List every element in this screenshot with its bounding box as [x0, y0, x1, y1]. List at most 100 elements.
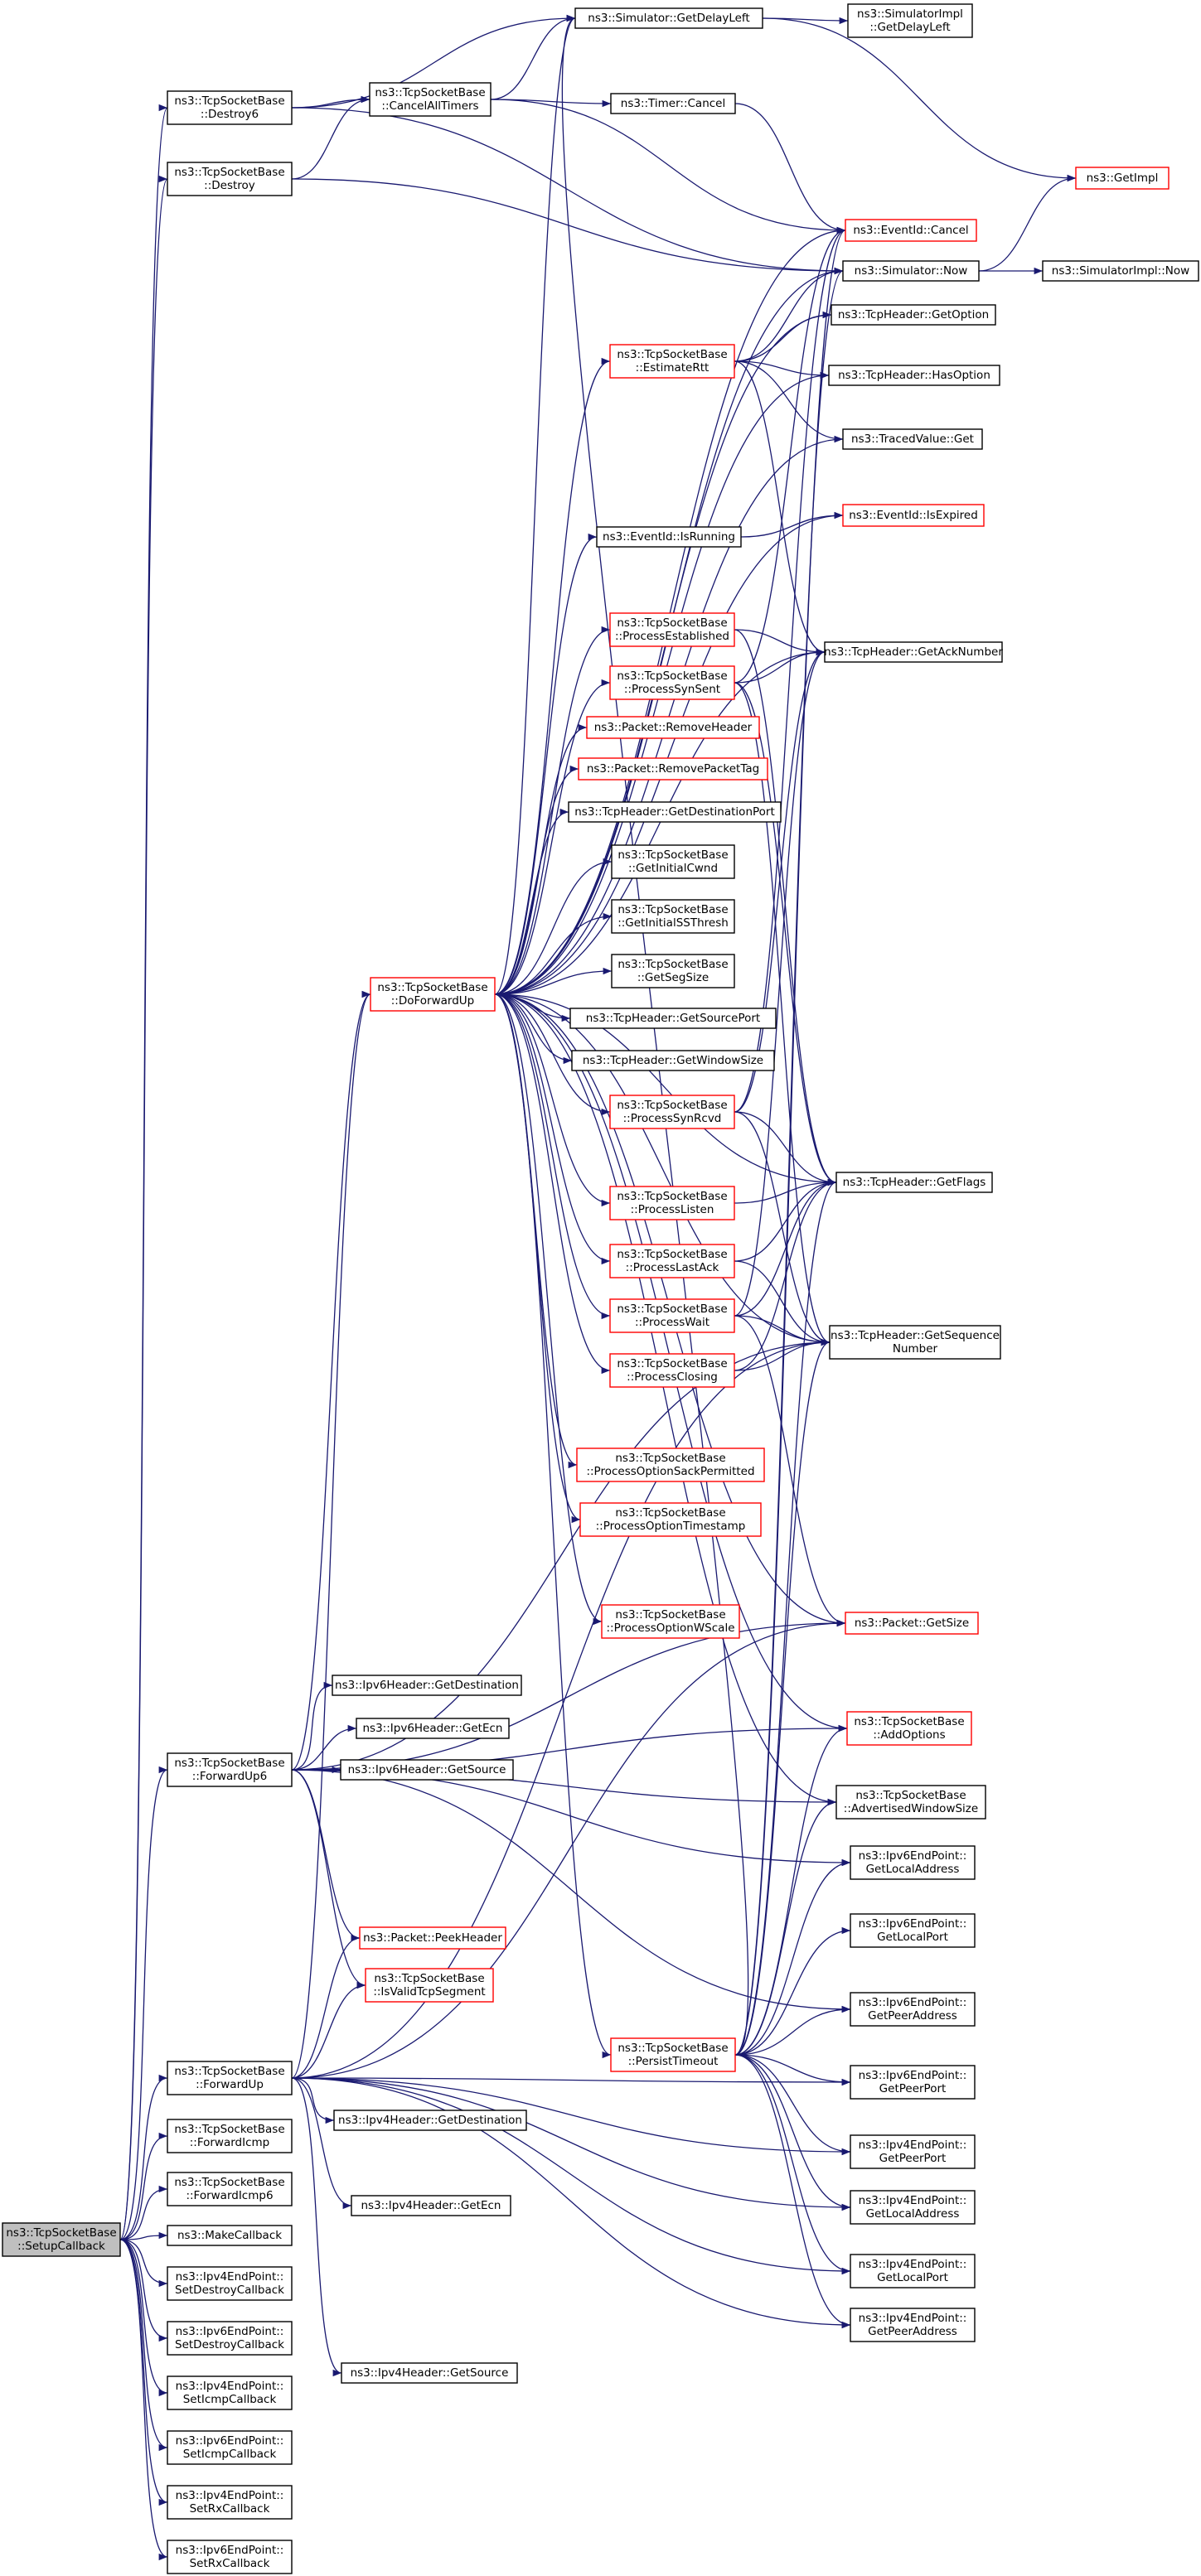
node-getinitcwnd[interactable]: ns3::TcpSocketBase::GetInitialCwnd — [611, 844, 735, 879]
node-simimpl_now[interactable]: ns3::SimulatorImpl::Now — [1042, 260, 1199, 282]
node-label: GetPeerAddress — [868, 2009, 957, 2023]
node-getdestport[interactable]: ns3::TcpHeader::GetDestinationPort — [568, 801, 782, 823]
node-forwardicmp6[interactable]: ns3::TcpSocketBase::ForwardIcmp6 — [167, 2172, 293, 2206]
node-ipv6getsource[interactable]: ns3::Ipv6Header::GetSource — [340, 1759, 514, 1781]
node-ipv4ep_setrx[interactable]: ns3::Ipv4EndPoint::SetRxCallback — [167, 2485, 293, 2520]
node-ipv4ep_localaddr[interactable]: ns3::Ipv4EndPoint::GetLocalAddress — [850, 2190, 976, 2225]
node-label: ns3::Ipv4Header::GetDestination — [338, 2114, 522, 2127]
node-box — [167, 2119, 293, 2153]
node-label: ::GetDelayLeft — [869, 21, 950, 34]
node-getacknumber[interactable]: ns3::TcpHeader::GetAckNumber — [824, 641, 1003, 663]
node-label: ::PersistTimeout — [628, 2055, 719, 2068]
node-label: ns3::SimulatorImpl — [857, 7, 963, 21]
node-ipv6ep_peerport[interactable]: ns3::Ipv6EndPoint::GetPeerPort — [850, 2065, 976, 2100]
node-box — [596, 526, 742, 548]
node-ipv4ep_peerport[interactable]: ns3::Ipv4EndPoint::GetPeerPort — [850, 2134, 976, 2169]
node-procsynrcvd[interactable]: ns3::TcpSocketBase::ProcessSynRcvd — [609, 1095, 735, 1129]
node-ipv4ep_peeraddr[interactable]: ns3::Ipv4EndPoint::GetPeerAddress — [850, 2308, 976, 2342]
node-label: ns3::TcpSocketBase — [617, 1099, 727, 1112]
node-ipv6ep_seticmp[interactable]: ns3::Ipv6EndPoint::SetIcmpCallback — [167, 2430, 293, 2465]
node-removepackettag[interactable]: ns3::Packet::RemovePacketTag — [578, 757, 768, 781]
call-edge-forwardup-to-ipv4ep_peeraddr — [291, 2077, 851, 2329]
node-ipv4getsource[interactable]: ns3::Ipv4Header::GetSource — [341, 2362, 518, 2384]
node-label: ns3::TcpHeader::GetOption — [838, 308, 989, 321]
node-forwardicmp[interactable]: ns3::TcpSocketBase::ForwardIcmp — [167, 2119, 293, 2153]
node-procsack[interactable]: ns3::TcpSocketBase::ProcessOptionSackPer… — [576, 1447, 765, 1482]
node-ipv4getecn[interactable]: ns3::Ipv4Header::GetEcn — [351, 2195, 511, 2216]
node-ipv6ep_setrx[interactable]: ns3::Ipv6EndPoint::SetRxCallback — [167, 2540, 293, 2574]
node-eventcancel[interactable]: ns3::EventId::Cancel — [845, 219, 977, 242]
node-proclisten[interactable]: ns3::TcpSocketBase::ProcessListen — [609, 1186, 735, 1220]
node-getflags[interactable]: ns3::TcpHeader::GetFlags — [835, 1172, 993, 1193]
node-label: ns3::Ipv4EndPoint:: — [176, 2489, 284, 2502]
node-doforwardup[interactable]: ns3::TcpSocketBase::DoForwardUp — [370, 977, 496, 1012]
node-peekheader[interactable]: ns3::Packet::PeekHeader — [359, 1926, 506, 1950]
node-label: ::SetupCallback — [17, 2240, 105, 2253]
node-getimpl[interactable]: ns3::GetImpl — [1075, 167, 1170, 190]
node-ipv6ep_peeraddr[interactable]: ns3::Ipv6EndPoint::GetPeerAddress — [850, 1992, 976, 2027]
node-simimpl_delay[interactable]: ns3::SimulatorImpl::GetDelayLeft — [847, 3, 973, 38]
node-box — [167, 2485, 293, 2520]
node-proclastack[interactable]: ns3::TcpSocketBase::ProcessLastAck — [609, 1244, 735, 1278]
node-tracedget[interactable]: ns3::TracedValue::Get — [842, 428, 983, 450]
node-ipv4ep_setdestroy[interactable]: ns3::Ipv4EndPoint::SetDestroyCallback — [167, 2266, 293, 2301]
node-getsourceport[interactable]: ns3::TcpHeader::GetSourcePort — [569, 1008, 777, 1029]
node-label: ns3::TcpSocketBase — [174, 2176, 284, 2189]
node-canceltimers[interactable]: ns3::TcpSocketBase::CancelAllTimers — [369, 82, 492, 117]
node-getinitssthresh[interactable]: ns3::TcpSocketBase::GetInitialSSThresh — [611, 899, 735, 934]
node-ipv4ep_localport[interactable]: ns3::Ipv4EndPoint::GetLocalPort — [850, 2254, 976, 2288]
node-getsize[interactable]: ns3::Packet::GetSize — [845, 1612, 979, 1635]
node-ipv6ep_setdestroy[interactable]: ns3::Ipv6EndPoint::SetDestroyCallback — [167, 2321, 293, 2356]
node-procclosing[interactable]: ns3::TcpSocketBase::ProcessClosing — [609, 1353, 735, 1388]
node-forwardup[interactable]: ns3::TcpSocketBase::ForwardUp — [167, 2061, 293, 2095]
node-box — [167, 2225, 293, 2246]
node-procestablished[interactable]: ns3::TcpSocketBase::ProcessEstablished — [609, 612, 735, 647]
node-addoptions[interactable]: ns3::TcpSocketBase::AddOptions — [846, 1711, 972, 1746]
node-label: ns3::TcpHeader::GetSequence — [831, 1329, 1000, 1342]
node-persisttimeout[interactable]: ns3::TcpSocketBase::PersistTimeout — [610, 2037, 736, 2072]
node-label: ns3::TcpHeader::GetFlags — [843, 1176, 986, 1189]
node-label: ::DoForwardUp — [391, 994, 475, 1008]
node-ipv4getdest[interactable]: ns3::Ipv4Header::GetDestination — [333, 2110, 527, 2131]
node-label: ns3::TcpHeader::GetDestinationPort — [574, 805, 775, 819]
call-edge-forwardup-to-ipv6ep_peerport — [291, 2077, 851, 2086]
node-box — [2, 2222, 121, 2257]
node-isexpired[interactable]: ns3::EventId::IsExpired — [842, 504, 985, 527]
node-procsynsent[interactable]: ns3::TcpSocketBase::ProcessSynSent — [609, 665, 735, 700]
node-isvalidtcp[interactable]: ns3::TcpSocketBase::IsValidTcpSegment — [365, 1968, 494, 2003]
node-advwindowsize[interactable]: ns3::TcpSocketBase::AdvertisedWindowSize — [835, 1785, 986, 1820]
node-getoption[interactable]: ns3::TcpHeader::GetOption — [831, 304, 996, 326]
node-ipv4ep_seticmp[interactable]: ns3::Ipv4EndPoint::SetIcmpCallback — [167, 2375, 293, 2410]
node-estimatertt[interactable]: ns3::TcpSocketBase::EstimateRtt — [609, 344, 735, 379]
node-procwscale[interactable]: ns3::TcpSocketBase::ProcessOptionWScale — [601, 1604, 740, 1639]
node-label: SetIcmpCallback — [183, 2393, 277, 2406]
node-ipv6ep_localport[interactable]: ns3::Ipv6EndPoint::GetLocalPort — [850, 1913, 976, 1948]
node-simnow[interactable]: ns3::Simulator::Now — [842, 260, 980, 282]
node-label: ns3::TcpSocketBase — [617, 1357, 727, 1370]
node-label: ns3::TcpSocketBase — [617, 348, 727, 361]
node-ipv6getdest[interactable]: ns3::Ipv6Header::GetDestination — [332, 1675, 522, 1696]
node-getdelayleft[interactable]: ns3::Simulator::GetDelayLeft — [574, 7, 763, 29]
node-procwait[interactable]: ns3::TcpSocketBase::ProcessWait — [609, 1298, 735, 1333]
node-forwardup6[interactable]: ns3::TcpSocketBase::ForwardUp6 — [167, 1752, 293, 1787]
node-label: ns3::Ipv4Header::GetSource — [351, 2366, 509, 2380]
node-makecallback[interactable]: ns3::MakeCallback — [167, 2225, 293, 2246]
node-isrunning[interactable]: ns3::EventId::IsRunning — [596, 526, 742, 548]
node-setup[interactable]: ns3::TcpSocketBase::SetupCallback — [2, 2222, 121, 2257]
call-edge-forwardup-to-ipv4getecn — [291, 2077, 352, 2210]
node-hasoption[interactable]: ns3::TcpHeader::HasOption — [828, 365, 1000, 386]
node-removeheader[interactable]: ns3::Packet::RemoveHeader — [586, 716, 760, 739]
node-label: ns3::TcpSocketBase — [617, 1302, 727, 1316]
node-proctimestamp[interactable]: ns3::TcpSocketBase::ProcessOptionTimesta… — [579, 1502, 762, 1537]
node-destroy6[interactable]: ns3::TcpSocketBase::Destroy6 — [167, 90, 293, 125]
call-edge-canceltimers-to-eventcancel — [490, 99, 846, 234]
node-ipv6getecn[interactable]: ns3::Ipv6Header::GetEcn — [356, 1718, 510, 1739]
node-destroy[interactable]: ns3::TcpSocketBase::Destroy — [167, 162, 293, 196]
node-ipv6ep_localaddr[interactable]: ns3::Ipv6EndPoint::GetLocalAddress — [850, 1845, 976, 1880]
call-edge-procwait-to-getflags — [734, 1178, 837, 1317]
node-getsegsize[interactable]: ns3::TcpSocketBase::GetSegSize — [611, 954, 735, 988]
node-getwindowsize[interactable]: ns3::TcpHeader::GetWindowSize — [571, 1050, 775, 1071]
node-timercancel[interactable]: ns3::Timer::Cancel — [610, 93, 736, 114]
